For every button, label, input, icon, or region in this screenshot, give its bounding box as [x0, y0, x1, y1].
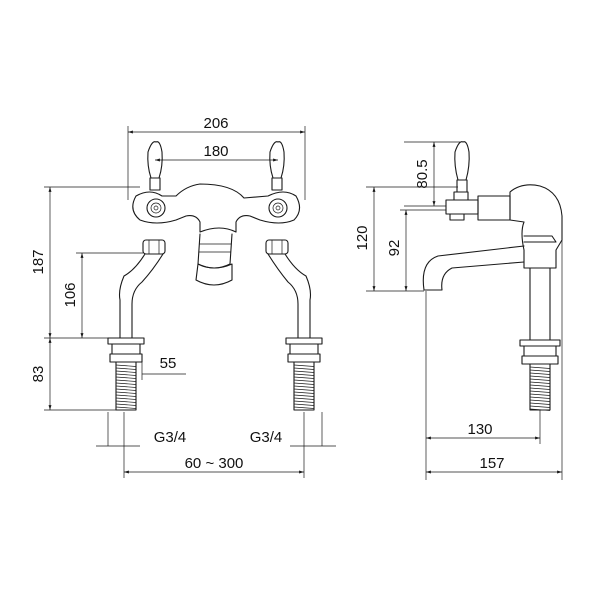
- thread-label-left: G3/4: [154, 429, 187, 446]
- front-view: [107, 141, 323, 411]
- thread-line: [115, 373, 137, 376]
- thread-line: [115, 367, 137, 370]
- dimension-83: 83: [30, 338, 116, 411]
- thread-line: [529, 405, 551, 408]
- thread-line: [115, 406, 137, 409]
- mixer-body: [132, 183, 301, 233]
- right-tail-shank: [285, 337, 323, 411]
- thread-line: [115, 403, 137, 406]
- thread-line: [529, 384, 551, 387]
- dimension-120: 120: [354, 186, 458, 292]
- thread-line: [529, 393, 551, 396]
- thread-line: [529, 399, 551, 402]
- side-spout: [422, 245, 525, 291]
- dimension-55: 55: [141, 355, 186, 380]
- thread-line: [293, 397, 315, 400]
- thread-line: [529, 390, 551, 393]
- thread-label-right: G3/4: [250, 429, 283, 446]
- thread-line: [115, 370, 137, 373]
- thread-line: [529, 378, 551, 381]
- thread-dimension-left: G3/4: [96, 412, 186, 478]
- dimension-106: 106: [62, 252, 143, 338]
- thread-line: [529, 402, 551, 405]
- dimension-92: 92: [386, 209, 446, 291]
- side-valve-stem: [445, 191, 511, 221]
- side-column: [529, 267, 551, 341]
- thread-line: [293, 391, 315, 394]
- thread-line: [529, 396, 551, 399]
- thread-line: [115, 391, 137, 394]
- thread-line: [115, 376, 137, 379]
- dimension-187: 187: [30, 186, 140, 339]
- right-riser-leg: [267, 253, 312, 339]
- side-lever-handle: [454, 141, 470, 193]
- dimension-157: 157: [426, 240, 563, 480]
- thread-line: [293, 367, 315, 370]
- left-tail-shank: [107, 337, 145, 411]
- thread-line: [293, 364, 315, 367]
- dimension-label-106: 106: [62, 282, 79, 307]
- dimension-80-5: 80.5: [404, 141, 460, 207]
- dimension-label-55: 55: [160, 355, 177, 372]
- thread-line: [115, 382, 137, 385]
- left-union-nut: [142, 239, 166, 255]
- dimension-130: 130: [425, 291, 541, 480]
- dimension-label-130: 130: [467, 421, 492, 438]
- thread-line: [115, 364, 137, 367]
- thread-line: [293, 403, 315, 406]
- right-valve-head: [268, 198, 288, 218]
- dimension-206: 206: [127, 115, 306, 200]
- dimension-label-92: 92: [386, 240, 403, 257]
- right-lever-handle: [269, 141, 285, 191]
- thread-line: [529, 369, 551, 372]
- thread-line: [293, 376, 315, 379]
- thread-line: [293, 385, 315, 388]
- thread-line: [115, 379, 137, 382]
- thread-line: [529, 387, 551, 390]
- dimension-label-187: 187: [30, 249, 47, 274]
- side-body: [509, 184, 563, 269]
- thread-dimension-right: G3/4: [250, 412, 336, 478]
- thread-line: [293, 370, 315, 373]
- dimension-label-80-5: 80.5: [414, 159, 431, 188]
- side-tail-shank: [519, 339, 561, 411]
- thread-line: [529, 375, 551, 378]
- thread-line: [293, 394, 315, 397]
- thread-line: [529, 366, 551, 369]
- left-lever-handle: [147, 141, 163, 191]
- left-riser-leg: [118, 253, 164, 339]
- thread-line: [529, 372, 551, 375]
- right-union-nut: [265, 239, 289, 255]
- thread-line: [293, 373, 315, 376]
- thread-line: [293, 406, 315, 409]
- dimension-label-120: 120: [354, 225, 371, 250]
- thread-line: [293, 400, 315, 403]
- front-spout: [195, 233, 233, 286]
- dimension-180: 180: [155, 143, 278, 162]
- left-valve-head: [146, 198, 166, 218]
- thread-line: [115, 388, 137, 391]
- thread-line: [293, 388, 315, 391]
- thread-line: [293, 379, 315, 382]
- thread-line: [115, 397, 137, 400]
- side-view: [422, 141, 563, 411]
- thread-line: [293, 382, 315, 385]
- dimension-centres: 60 ~ 300: [124, 455, 304, 474]
- dimension-label-83: 83: [30, 366, 47, 383]
- thread-line: [529, 381, 551, 384]
- thread-line: [115, 394, 137, 397]
- dimension-label-206: 206: [203, 115, 228, 132]
- dimension-label-180: 180: [203, 143, 228, 160]
- thread-line: [529, 408, 551, 411]
- dimension-label-157: 157: [479, 455, 504, 472]
- thread-line: [115, 385, 137, 388]
- thread-line: [115, 400, 137, 403]
- dimension-label-centres: 60 ~ 300: [185, 455, 244, 472]
